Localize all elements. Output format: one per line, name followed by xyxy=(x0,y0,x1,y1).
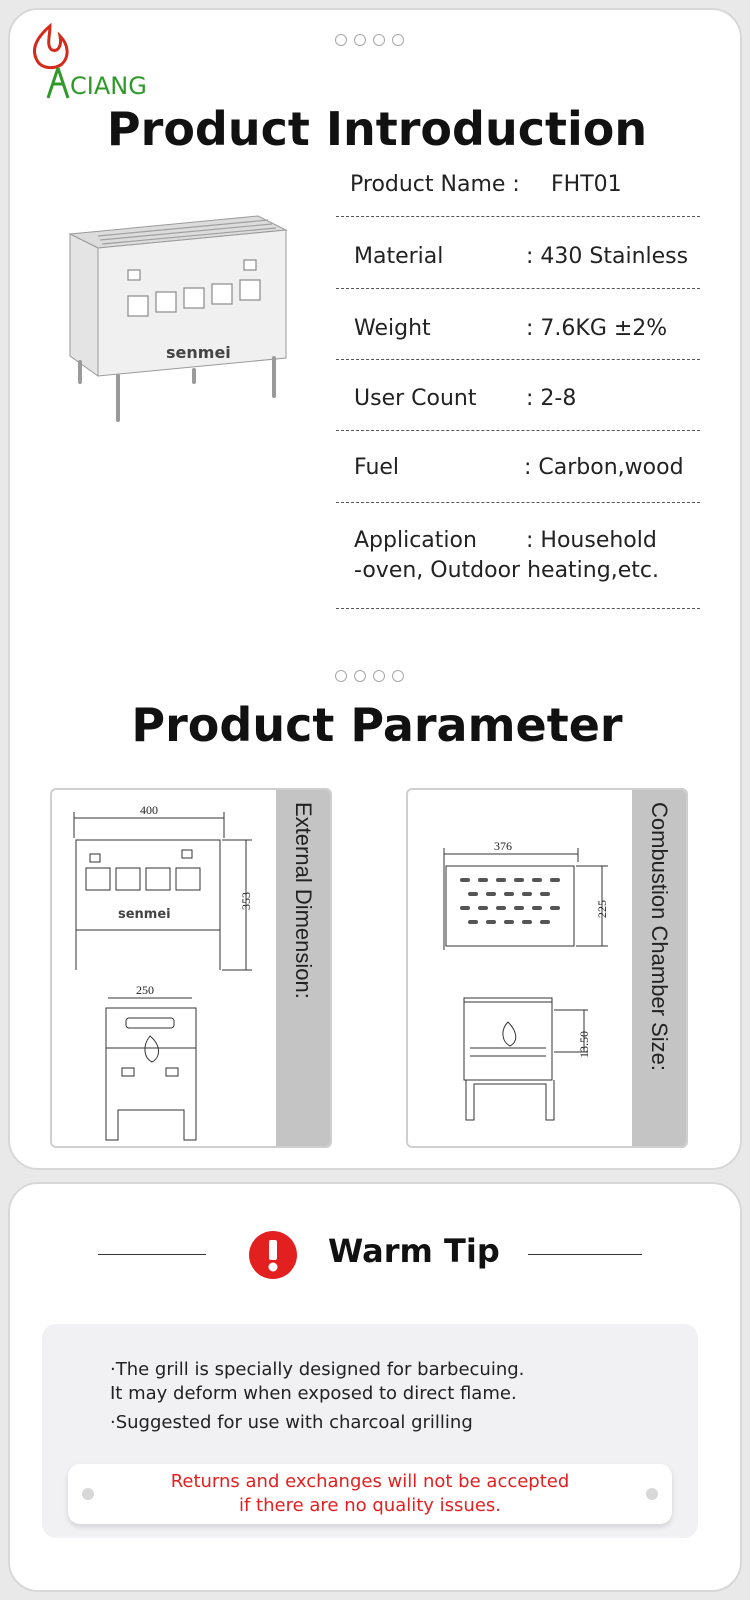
carousel-dots-middle xyxy=(335,670,404,682)
spec-label: Product Name : xyxy=(350,172,520,197)
brand-logo: CIANG xyxy=(28,20,158,100)
section-title-parameter: Product Parameter xyxy=(131,698,623,752)
external-height-value: 353 xyxy=(239,892,253,910)
spec-label: Weight xyxy=(354,316,431,341)
returns-notice-line-1: Returns and exchanges will not be accept… xyxy=(170,1471,570,1492)
tip-panel: ·The grill is specially designed for bar… xyxy=(42,1324,698,1538)
external-depth-value: 250 xyxy=(136,983,154,997)
diagram-brand-mark: senmei xyxy=(118,907,171,922)
spec-value: : 2-8 xyxy=(526,386,577,411)
tip-rule-right xyxy=(528,1254,642,1255)
page-title: Product Introduction xyxy=(106,102,648,156)
external-dimension-label: External Dimension: xyxy=(291,802,316,999)
dot xyxy=(392,34,404,46)
external-width-value: 400 xyxy=(140,803,158,817)
product-brand-mark: senmei xyxy=(166,343,231,362)
spec-label: Application xyxy=(354,528,477,553)
pin-icon xyxy=(646,1488,658,1500)
spec-value: : Household xyxy=(526,528,657,553)
external-dimension-label-bar: External Dimension: xyxy=(276,790,330,1146)
dot xyxy=(335,670,347,682)
dot xyxy=(335,34,347,46)
product-image: senmei xyxy=(68,215,288,422)
warm-tip-title: Warm Tip xyxy=(328,1232,500,1270)
chamber-height-value: 13.50 xyxy=(577,1031,591,1058)
spec-label: Fuel xyxy=(354,455,400,480)
spec-value: : 430 Stainless xyxy=(526,244,689,269)
combustion-chamber-diagram: 376 225 13.50 Combustion Chamber Size: xyxy=(406,788,688,1148)
carousel-dots-top xyxy=(335,34,404,46)
dot xyxy=(373,34,385,46)
returns-notice-text: Returns and exchanges will not be accept… xyxy=(68,1470,672,1518)
tip-rule-left xyxy=(98,1254,206,1255)
divider xyxy=(336,216,700,217)
product-info-card: CIANG Product Introduction senmei Produc… xyxy=(8,8,742,1170)
returns-notice: Returns and exchanges will not be accept… xyxy=(68,1464,672,1524)
returns-notice-line-2: if there are no quality issues. xyxy=(238,1495,501,1516)
chamber-width-value: 376 xyxy=(494,839,512,853)
spec-value: FHT01 xyxy=(551,172,622,197)
spec-value: : 7.6KG ±2% xyxy=(526,316,668,341)
spec-label: User Count xyxy=(354,386,477,411)
spec-value: : Carbon,wood xyxy=(524,455,684,480)
tip-bullet-1: ·The grill is specially designed for bar… xyxy=(110,1359,525,1380)
divider xyxy=(336,608,700,609)
spec-value-continuation: -oven, Outdoor heating,etc. xyxy=(354,558,659,583)
brand-name: CIANG xyxy=(70,72,147,100)
spec-label: Material xyxy=(354,244,444,269)
tip-bullet-2: ·Suggested for use with charcoal grillin… xyxy=(110,1412,473,1433)
exclamation-circle-icon xyxy=(249,1231,297,1279)
dot xyxy=(373,670,385,682)
tip-bullet-1-continued: It may deform when exposed to direct fla… xyxy=(110,1383,517,1404)
dot xyxy=(354,34,366,46)
warm-tip-card: Warm Tip ·The grill is specially designe… xyxy=(8,1182,742,1592)
divider xyxy=(336,288,700,289)
combustion-chamber-label: Combustion Chamber Size: xyxy=(647,802,672,1072)
divider xyxy=(336,359,700,360)
dot xyxy=(354,670,366,682)
chamber-depth-value: 225 xyxy=(595,900,609,918)
pin-icon xyxy=(82,1488,94,1500)
external-dimension-diagram: 400 353 250 senmei External Dimension: xyxy=(50,788,332,1148)
divider xyxy=(336,430,700,431)
dot xyxy=(392,670,404,682)
divider xyxy=(336,502,700,503)
flame-icon xyxy=(33,22,70,99)
combustion-chamber-label-bar: Combustion Chamber Size: xyxy=(632,790,686,1146)
